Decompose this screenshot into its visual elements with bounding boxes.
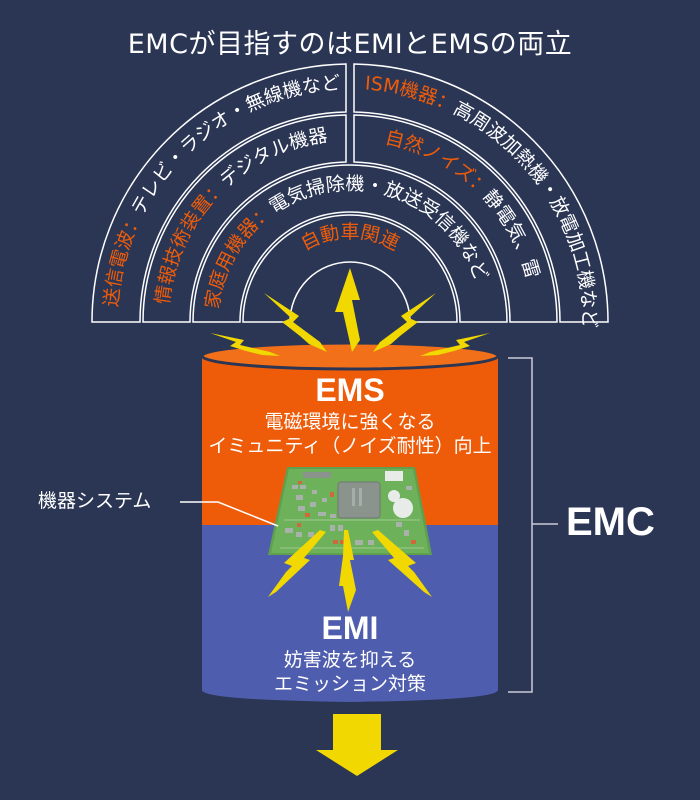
ring-band-natural-right: [353, 114, 558, 323]
diagram-title: EMCが目指すのはEMIとEMSの両立: [127, 29, 573, 60]
emi-block: [202, 525, 498, 702]
outgoing-lightning: [268, 530, 432, 612]
category-automotive: 自動車関連: [297, 221, 402, 255]
ring-band-ism-right: [353, 63, 609, 323]
emi-title: EMI: [321, 610, 379, 646]
emc-label: EMC: [566, 500, 655, 544]
category-natural-noise: 自然ノイズ: [383, 126, 479, 187]
ring-band-automotive: [242, 214, 458, 323]
category-ism: ISM機器: [364, 72, 440, 109]
category-household: 家庭用機器: [201, 214, 262, 310]
lightning-bolt-icon: [210, 333, 280, 356]
ring-band-transmission-left: [91, 63, 347, 323]
ems-line2: イミュニティ（ノイズ耐性）向上: [208, 435, 492, 457]
emi-description: 妨害波を抑える エミッション対策: [190, 648, 510, 696]
ems-description: 電磁環境に強くなる イミュニティ（ノイズ耐性）向上: [190, 410, 510, 458]
device-pointer-line: [180, 501, 279, 527]
circuit-board-icon: [268, 467, 432, 555]
emi-line2: エミッション対策: [273, 673, 426, 695]
lightning-bolt-icon: [373, 293, 436, 352]
lightning-bolt-icon: [335, 268, 360, 352]
emi-line1: 妨害波を抑える: [283, 649, 417, 671]
arrow-down-icon: [316, 714, 398, 776]
ring-band-it-left: [142, 114, 347, 323]
incoming-lightning: [210, 268, 490, 356]
device-system-label: 機器システム: [38, 490, 152, 512]
lightning-bolt-icon: [339, 530, 356, 612]
ems-title: EMS: [315, 372, 385, 408]
emc-bracket: [508, 357, 558, 693]
lightning-bolt-icon: [268, 530, 326, 597]
ring-band-household: [192, 164, 508, 323]
lightning-bolt-icon: [420, 333, 490, 356]
lightning-bolt-icon: [372, 530, 432, 597]
lightning-bolt-icon: [264, 293, 327, 352]
ring-text-ring4: 自動車関連: [297, 221, 402, 255]
ems-line1: 電磁環境に強くなる: [264, 411, 436, 433]
